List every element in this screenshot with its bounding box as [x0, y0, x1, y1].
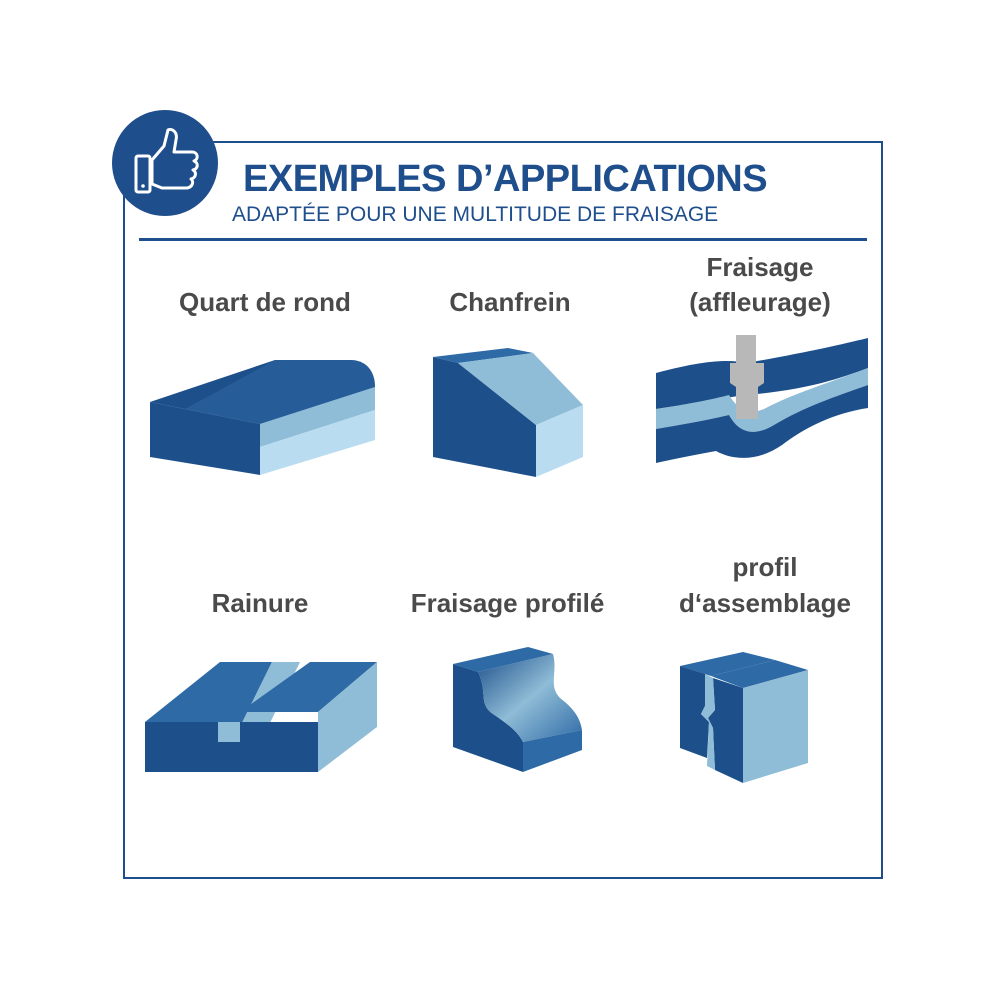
top-face [433, 348, 533, 363]
side-face [260, 410, 375, 475]
label-fraisage-profile: Fraisage profilé [410, 588, 605, 618]
front-face [145, 722, 318, 772]
bit-shank [736, 335, 756, 363]
chamfer-face [458, 353, 583, 425]
label-fraisage-line2: (affleurage) [689, 287, 831, 317]
top-highlight [185, 360, 375, 424]
front-left [680, 666, 709, 758]
joint-gap [701, 674, 715, 770]
thumbs-up-badge [112, 110, 218, 216]
profile-face [478, 654, 582, 742]
side-face [536, 405, 583, 477]
round-edge [260, 387, 375, 447]
router-bit [730, 335, 764, 419]
front-right [708, 678, 743, 783]
label-chanfrein: Chanfrein [449, 287, 571, 317]
front-face [433, 357, 536, 477]
header-divider [139, 238, 867, 241]
chanfrein-figure [433, 348, 583, 477]
top-left [680, 652, 775, 676]
rainure-figure [145, 662, 377, 772]
label-fraisage-line1: Fraisage [706, 252, 814, 282]
groove-floor [218, 722, 240, 742]
affleurage-figure [656, 335, 868, 463]
thumbs-up-icon [134, 128, 199, 194]
label-quart-de-rond: Quart de rond [179, 287, 351, 317]
label-rainure: Rainure [211, 588, 309, 618]
side-face [523, 730, 582, 772]
top-right [711, 660, 808, 688]
top-face [453, 647, 553, 672]
middle-layer [656, 368, 868, 432]
right-top [240, 662, 377, 712]
bottom-layer [656, 385, 868, 463]
page-title: EXEMPLES D’APPLICATIONS [243, 158, 768, 200]
page-subtitle: ADAPTÉE POUR UNE MULTITUDE DE FRAISAGE [232, 203, 719, 226]
assemblage-figure [680, 652, 808, 783]
label-profil-line2: d‘assemblage [679, 588, 851, 618]
front-face [150, 402, 260, 475]
label-profil-line1: profil [732, 552, 798, 582]
left-top [145, 662, 272, 737]
quart-de-rond-figure [150, 360, 375, 475]
bit-cutter [730, 363, 764, 419]
fraisage-profile-figure [453, 647, 582, 772]
side-face [743, 670, 808, 783]
front-face [453, 664, 523, 772]
side-face [318, 662, 377, 772]
